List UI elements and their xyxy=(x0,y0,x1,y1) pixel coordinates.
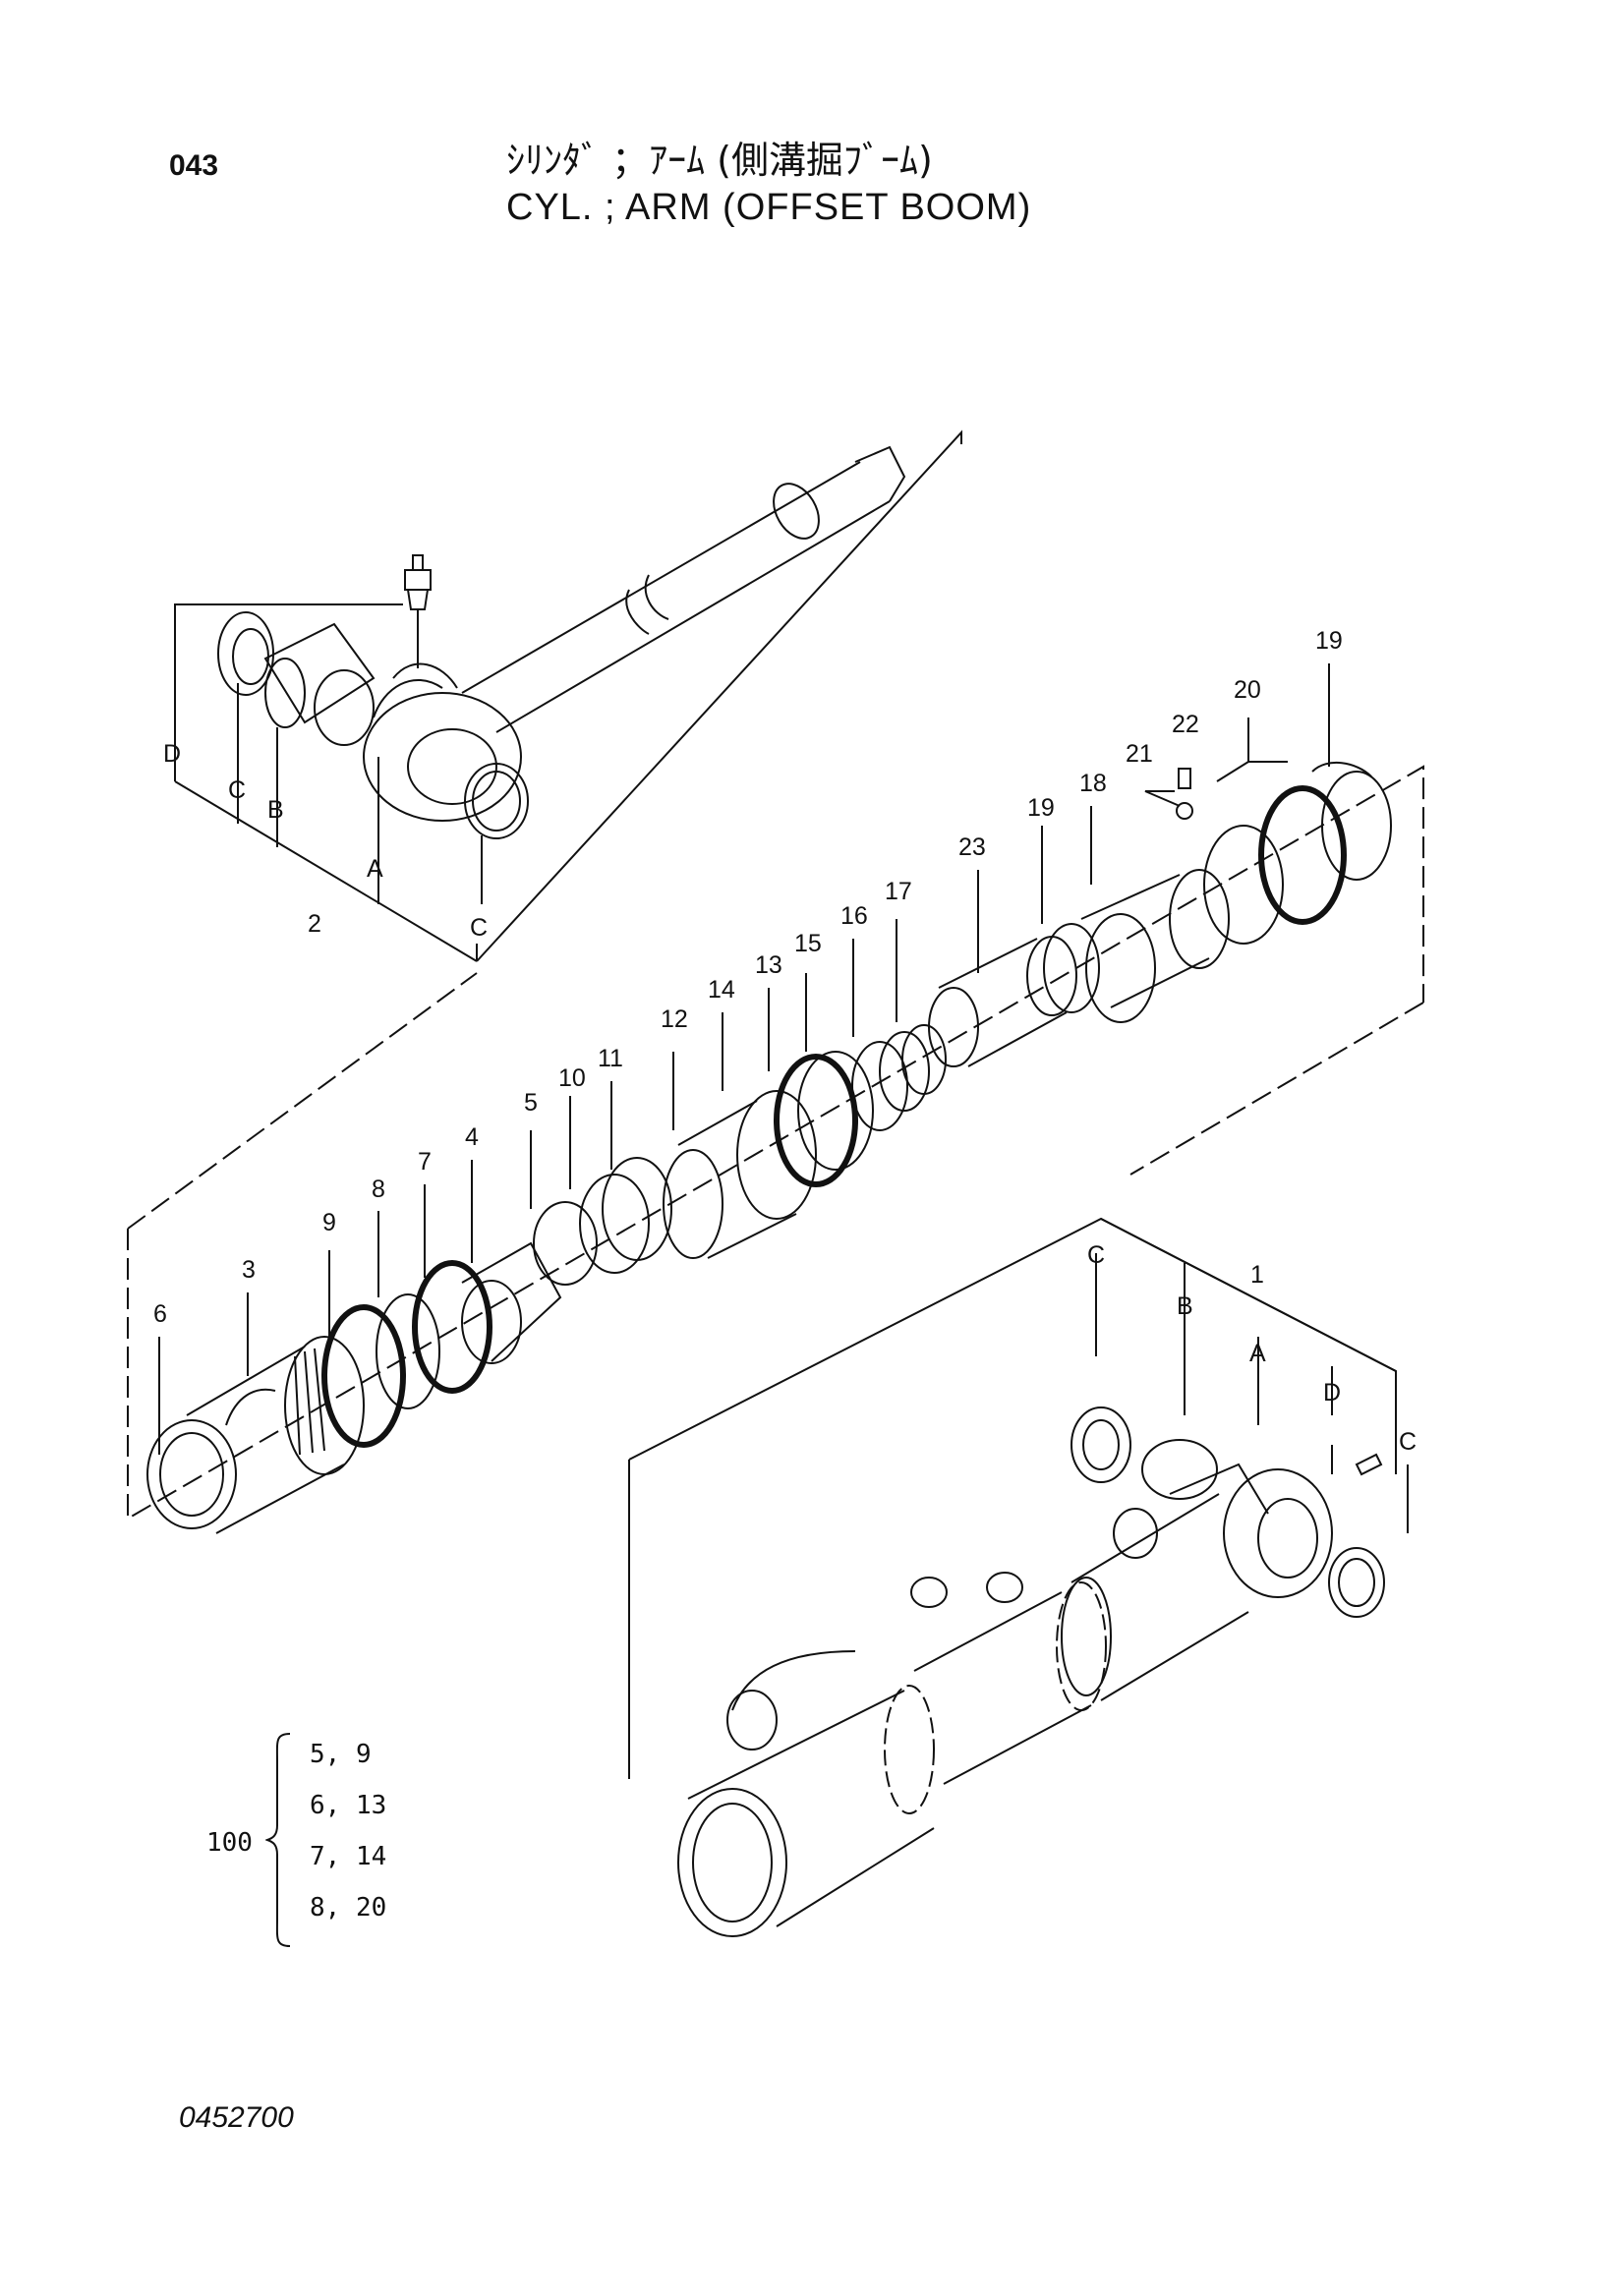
callout-14: 14 xyxy=(708,976,735,1004)
callout-8: 8 xyxy=(372,1176,385,1203)
rod-assembly xyxy=(174,430,962,962)
letter-d-top: D xyxy=(163,740,181,768)
callout-17: 17 xyxy=(885,878,912,905)
callout-9: 9 xyxy=(322,1209,336,1236)
title-japanese: ｼﾘﾝﾀﾞ ；ｱｰﾑ (側溝掘ﾌﾞｰﾑ) xyxy=(506,139,933,182)
letter-c-bottom-left: C xyxy=(1087,1241,1105,1269)
callout-19b: 19 xyxy=(1315,627,1343,655)
letter-a-top: A xyxy=(367,855,383,883)
callout-2: 2 xyxy=(308,910,321,938)
letter-a-bottom: A xyxy=(1249,1340,1266,1367)
kit-number: 100 xyxy=(206,1828,253,1858)
kit-row-1: 5, 9 xyxy=(310,1740,372,1769)
callout-labels: 1 2 3 4 5 6 7 8 9 10 11 12 13 14 15 16 1… xyxy=(153,627,1417,1456)
drawing-number: 0452700 xyxy=(179,2101,294,2134)
kit-row-4: 8, 20 xyxy=(310,1893,387,1923)
callout-3: 3 xyxy=(242,1256,256,1284)
callout-10: 10 xyxy=(558,1064,586,1092)
tube-assembly xyxy=(628,1217,1409,1937)
exploded-seal-kit xyxy=(127,663,1424,1534)
callout-20: 20 xyxy=(1234,676,1261,704)
page-number: 043 xyxy=(169,149,219,182)
callout-22: 22 xyxy=(1172,711,1199,738)
letter-b-bottom: B xyxy=(1177,1292,1193,1320)
letter-b-top: B xyxy=(267,796,284,824)
callout-16: 16 xyxy=(840,902,868,930)
callout-12: 12 xyxy=(661,1005,688,1033)
letter-c-top-left: C xyxy=(228,776,246,804)
kit-row-2: 6, 13 xyxy=(310,1791,387,1820)
callout-19a: 19 xyxy=(1027,794,1055,822)
callout-23: 23 xyxy=(958,833,986,861)
letter-d-bottom: D xyxy=(1323,1379,1341,1406)
callout-4: 4 xyxy=(465,1123,479,1151)
kit-brace xyxy=(265,1733,291,1947)
callout-21: 21 xyxy=(1126,740,1153,768)
callout-6: 6 xyxy=(153,1300,167,1328)
callout-11: 11 xyxy=(598,1045,623,1072)
callout-7: 7 xyxy=(418,1148,432,1176)
callout-1: 1 xyxy=(1250,1261,1264,1289)
title-english: CYL. ; ARM (OFFSET BOOM) xyxy=(506,187,1032,228)
callout-13: 13 xyxy=(755,951,782,979)
callout-15: 15 xyxy=(794,930,822,957)
letter-c-bottom-right: C xyxy=(1399,1428,1417,1456)
letter-c-top-right: C xyxy=(470,914,488,942)
callout-5: 5 xyxy=(524,1089,538,1117)
callout-18: 18 xyxy=(1079,770,1107,797)
kit-row-3: 7, 14 xyxy=(310,1842,387,1871)
